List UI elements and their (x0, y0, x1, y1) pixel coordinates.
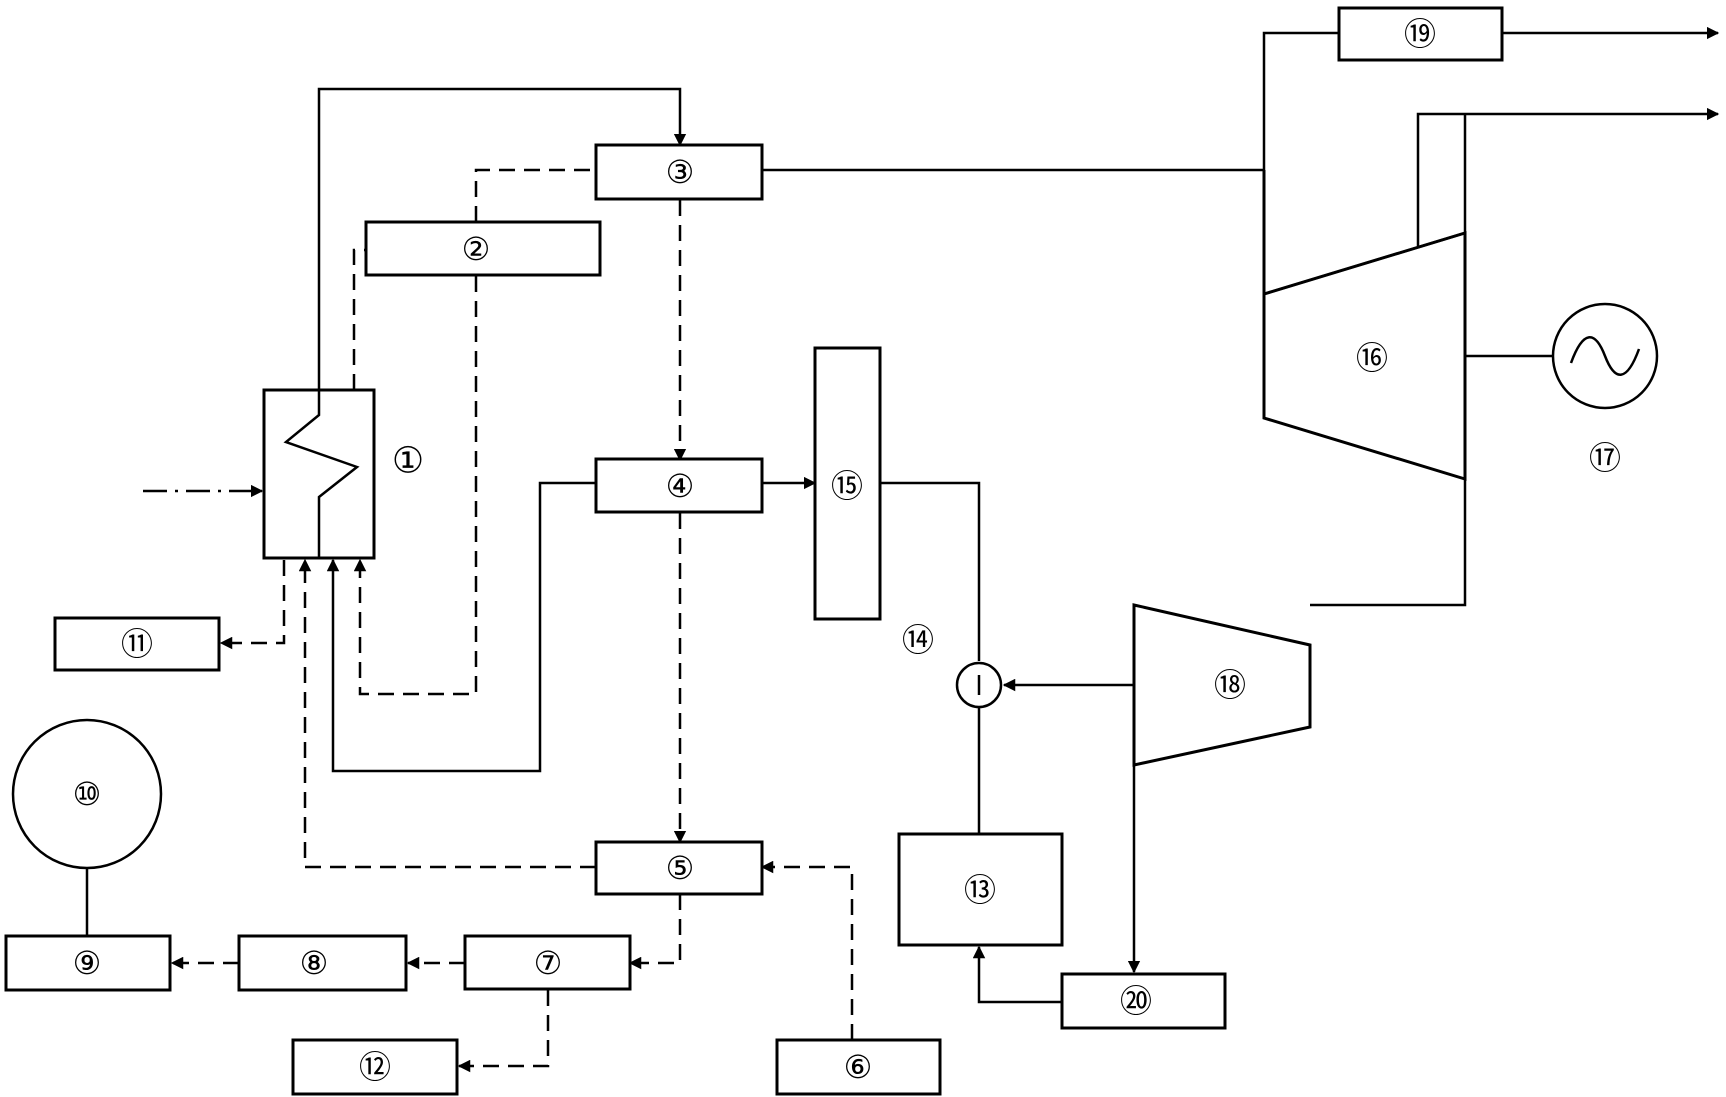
label-15: ⑮ (831, 467, 863, 505)
tank-10: ⑩ (13, 720, 161, 868)
label-12: ⑫ (359, 1048, 391, 1086)
label-7: ⑦ (534, 944, 563, 982)
heat-exchanger-1: ① (264, 390, 424, 558)
component-19: ⑲ (1339, 8, 1502, 60)
label-19: ⑲ (1404, 15, 1436, 53)
label-8: ⑧ (300, 944, 329, 982)
label-5: ⑤ (666, 849, 695, 887)
line-2-return-hx1 (360, 276, 476, 694)
component-9: ⑨ (6, 936, 170, 990)
component-8: ⑧ (239, 936, 406, 990)
label-3: ③ (666, 153, 695, 191)
component-12: ⑫ (293, 1040, 457, 1094)
line-5-to-7 (630, 894, 680, 963)
component-5: ⑤ (596, 842, 762, 894)
line-5-to-hx1 (305, 560, 596, 867)
component-7: ⑦ (465, 936, 630, 989)
component-4: ④ (596, 459, 762, 512)
line-7-to-12 (459, 990, 548, 1066)
label-14: ⑭ (902, 621, 934, 659)
component-3: ③ (596, 145, 762, 199)
component-6: ⑥ (777, 1040, 940, 1094)
turbine-16: ⑯ (1264, 170, 1465, 479)
mixing-node (957, 663, 1001, 707)
label-2: ② (462, 230, 491, 268)
component-11: ⑪ (55, 618, 219, 670)
component-13: ⑬ (899, 834, 1062, 945)
label-9: ⑨ (73, 944, 102, 982)
line-hx1-to-2 (354, 250, 366, 390)
label-11: ⑪ (121, 625, 153, 663)
line-20-to-13 (979, 947, 1062, 1002)
label-1: ① (392, 441, 424, 482)
label-10: ⑩ (73, 775, 102, 813)
line-16-to-18 (1310, 479, 1465, 605)
label-20: ⑳ (1120, 982, 1152, 1020)
component-20: ⑳ (1062, 974, 1225, 1028)
label-18: ⑱ (1214, 666, 1246, 704)
column-15: ⑮ (815, 348, 880, 619)
generator-17: ⑰ (1553, 304, 1657, 477)
label-17: ⑰ (1589, 439, 1621, 477)
line-2-to-3 (476, 170, 596, 222)
line-16-top-out (1418, 114, 1718, 246)
line-6-to-5 (762, 867, 852, 1040)
label-6: ⑥ (844, 1048, 873, 1086)
turbine-18: ⑱ (1134, 605, 1310, 765)
line-hx1-to-11 (221, 560, 284, 643)
component-2: ② (366, 222, 600, 275)
label-13: ⑬ (964, 871, 996, 909)
label-16: ⑯ (1356, 339, 1388, 377)
line-to-19 (1264, 33, 1339, 170)
label-4: ④ (666, 467, 695, 505)
